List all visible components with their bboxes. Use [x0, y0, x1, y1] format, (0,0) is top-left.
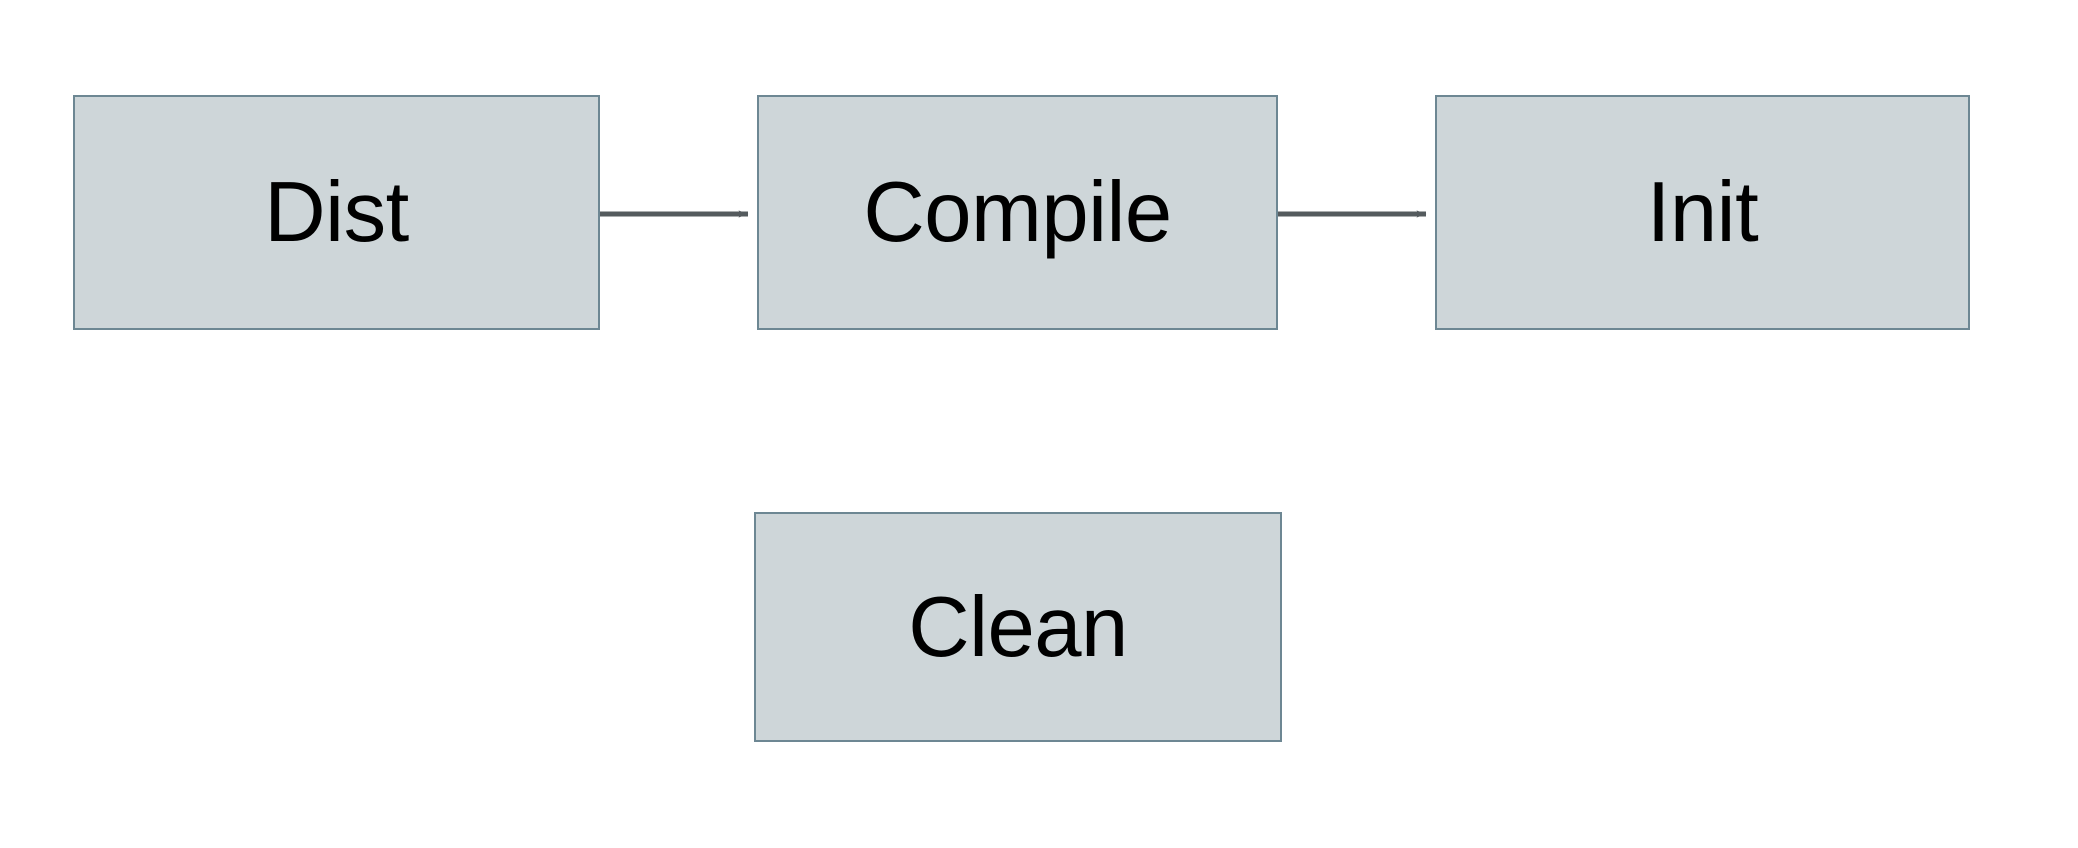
- node-dist[interactable]: Dist: [73, 95, 600, 330]
- node-init-label: Init: [1646, 165, 1759, 260]
- node-clean-label: Clean: [908, 579, 1128, 675]
- node-compile-label: Compile: [863, 165, 1172, 260]
- node-init[interactable]: Init: [1435, 95, 1970, 330]
- node-clean[interactable]: Clean: [754, 512, 1282, 742]
- node-dist-label: Dist: [264, 165, 409, 260]
- node-compile[interactable]: Compile: [757, 95, 1278, 330]
